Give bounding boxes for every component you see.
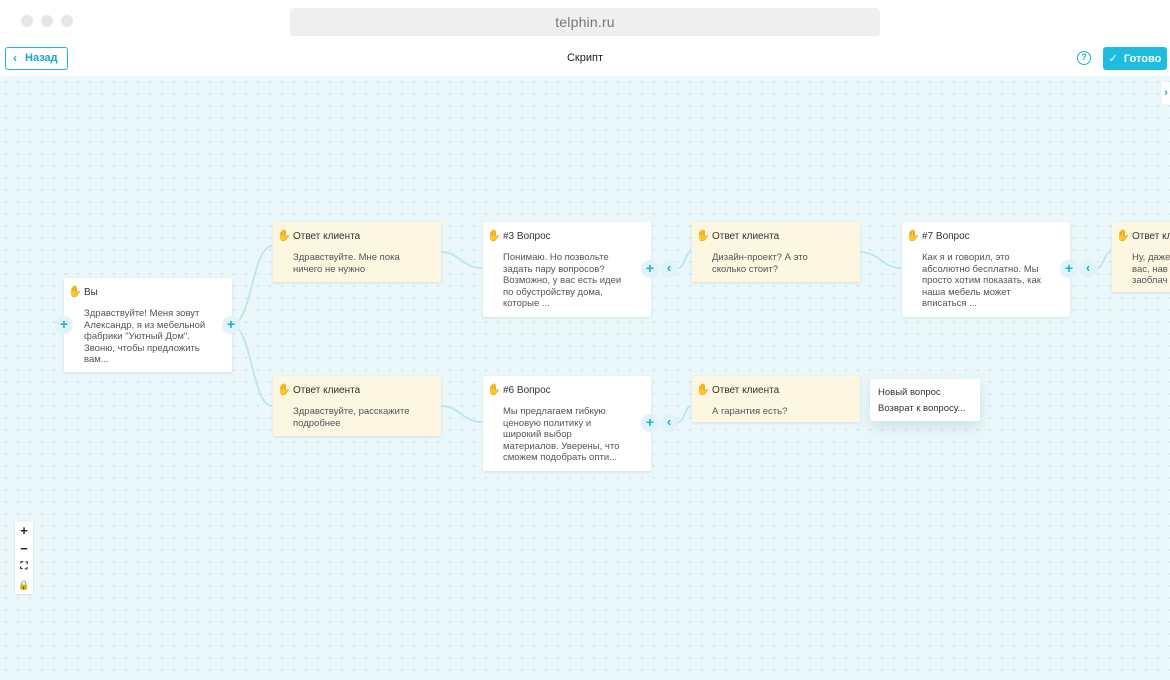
node-card-question-6[interactable]: ✋#6 Вопрос Мы предлагаем гибкую ценовую … bbox=[483, 376, 651, 471]
done-button[interactable]: ✓ Готово bbox=[1103, 47, 1167, 70]
node-card-client-answer[interactable]: ✋Ответ клиента А гарантия есть? bbox=[692, 376, 860, 422]
back-button-label: Назад bbox=[25, 52, 58, 64]
add-incoming-button[interactable]: + bbox=[55, 316, 73, 334]
back-button[interactable]: ‹ Назад bbox=[5, 47, 68, 70]
browser-chrome: telphin.ru bbox=[0, 0, 1170, 44]
hand-icon[interactable]: ✋ bbox=[487, 230, 501, 242]
node-card-client-answer[interactable]: ✋Ответ клиента Здравствуйте, расскажите … bbox=[273, 376, 441, 436]
node-text: Здравствуйте! Меня зовут Александр, я из… bbox=[84, 308, 206, 366]
node-text: А гарантия есть? bbox=[712, 406, 788, 417]
address-bar[interactable]: telphin.ru bbox=[290, 8, 880, 36]
node-text: Здравствуйте. Мне пока ничего не нужно bbox=[293, 252, 400, 275]
hand-icon[interactable]: ✋ bbox=[277, 230, 291, 242]
menu-item-return-to-question[interactable]: Возврат к вопросу... bbox=[878, 403, 966, 414]
hand-icon[interactable]: ✋ bbox=[277, 384, 291, 396]
page-title: Скрипт bbox=[566, 52, 603, 64]
node-text: Понимаю. Но позвольте задать пару вопрос… bbox=[503, 252, 622, 310]
wire-you-to-client-1 bbox=[230, 245, 273, 326]
add-outgoing-button[interactable]: + bbox=[641, 414, 659, 432]
node-title: Ответ кл bbox=[1132, 231, 1170, 242]
zoom-window-dot[interactable] bbox=[61, 15, 73, 27]
hand-icon[interactable]: ✋ bbox=[696, 230, 710, 242]
node-text: Дизайн-проект? А это сколько стоит? bbox=[712, 252, 808, 275]
zoom-out-button[interactable]: − bbox=[20, 541, 28, 556]
chevron-left-icon[interactable]: ‹ bbox=[1079, 260, 1097, 278]
node-title: Ответ клиента bbox=[293, 231, 361, 242]
wire-client-to-q7 bbox=[858, 251, 902, 269]
add-outgoing-button[interactable]: + bbox=[1060, 260, 1078, 278]
hand-icon[interactable]: ✋ bbox=[68, 286, 82, 298]
add-outgoing-button[interactable]: + bbox=[641, 260, 659, 278]
wire-you-to-client-2 bbox=[230, 324, 273, 407]
lock-icon[interactable]: 🔒 bbox=[18, 580, 30, 590]
add-outgoing-button[interactable]: + bbox=[222, 316, 240, 334]
node-title: #7 Вопрос bbox=[922, 231, 970, 242]
add-node-menu: Новый вопрос Возврат к вопросу... bbox=[870, 379, 980, 421]
chevron-left-icon[interactable]: ‹ bbox=[660, 414, 678, 432]
close-window-dot[interactable] bbox=[21, 15, 33, 27]
node-title: #6 Вопрос bbox=[503, 385, 551, 396]
wire-q3-to-client bbox=[677, 251, 692, 269]
minimize-window-dot[interactable] bbox=[41, 15, 53, 27]
node-card-question-7[interactable]: ✋#7 Вопрос Как я и говорил, это абсолютн… bbox=[902, 222, 1070, 317]
hand-icon[interactable]: ✋ bbox=[487, 384, 501, 396]
fit-view-button[interactable]: ⛶ bbox=[20, 561, 28, 572]
node-title: Ответ клиента bbox=[293, 385, 361, 396]
wire-q7-to-client bbox=[1096, 251, 1112, 269]
hand-icon[interactable]: ✋ bbox=[1116, 230, 1130, 242]
zoom-controls: + − ⛶ 🔒 bbox=[15, 522, 33, 594]
node-card-you[interactable]: ✋Вы Здравствуйте! Меня зовут Александр, … bbox=[64, 278, 232, 372]
chevron-left-icon[interactable]: ‹ bbox=[660, 260, 678, 278]
hand-icon[interactable]: ✋ bbox=[906, 230, 920, 242]
node-text: Как я и говорил, это абсолютно бесплатно… bbox=[922, 252, 1041, 310]
wire-q6-to-client bbox=[677, 405, 692, 423]
check-icon: ✓ bbox=[1108, 53, 1118, 65]
wire-client-2-to-q6 bbox=[440, 405, 483, 423]
node-title: Ответ клиента bbox=[712, 231, 780, 242]
app-header: Скрипт ‹ Назад ? ✓ Готово bbox=[0, 44, 1170, 76]
node-title: Ответ клиента bbox=[712, 385, 780, 396]
node-title: #3 Вопрос bbox=[503, 231, 551, 242]
zoom-in-button[interactable]: + bbox=[20, 523, 28, 538]
node-card-client-answer[interactable]: ✋Ответ клиента Здравствуйте. Мне пока ни… bbox=[273, 222, 441, 282]
done-button-label: Готово bbox=[1123, 52, 1162, 65]
help-icon[interactable]: ? bbox=[1077, 51, 1091, 65]
wire-client-1-to-q3 bbox=[440, 251, 483, 269]
chevron-left-icon: ‹ bbox=[13, 51, 17, 65]
sidebar-toggle-chevron-right-icon[interactable]: › bbox=[1162, 82, 1170, 104]
node-card-client-answer[interactable]: ✋Ответ кл Ну, даже вас, нав заоблач bbox=[1112, 222, 1170, 292]
node-text: Мы предлагаем гибкую ценовую политику и … bbox=[503, 406, 620, 464]
node-card-client-answer[interactable]: ✋Ответ клиента Дизайн-проект? А это скол… bbox=[692, 222, 860, 282]
node-title: Вы bbox=[84, 287, 98, 298]
node-text: Ну, даже вас, нав заоблач bbox=[1132, 252, 1170, 287]
menu-item-new-question[interactable]: Новый вопрос bbox=[878, 387, 941, 398]
node-card-question-3[interactable]: ✋#3 Вопрос Понимаю. Но позвольте задать … bbox=[483, 222, 651, 317]
hand-icon[interactable]: ✋ bbox=[696, 384, 710, 396]
node-text: Здравствуйте, расскажите подробнее bbox=[293, 406, 410, 429]
script-canvas[interactable]: ✋Вы Здравствуйте! Меня зовут Александр, … bbox=[0, 76, 1170, 680]
